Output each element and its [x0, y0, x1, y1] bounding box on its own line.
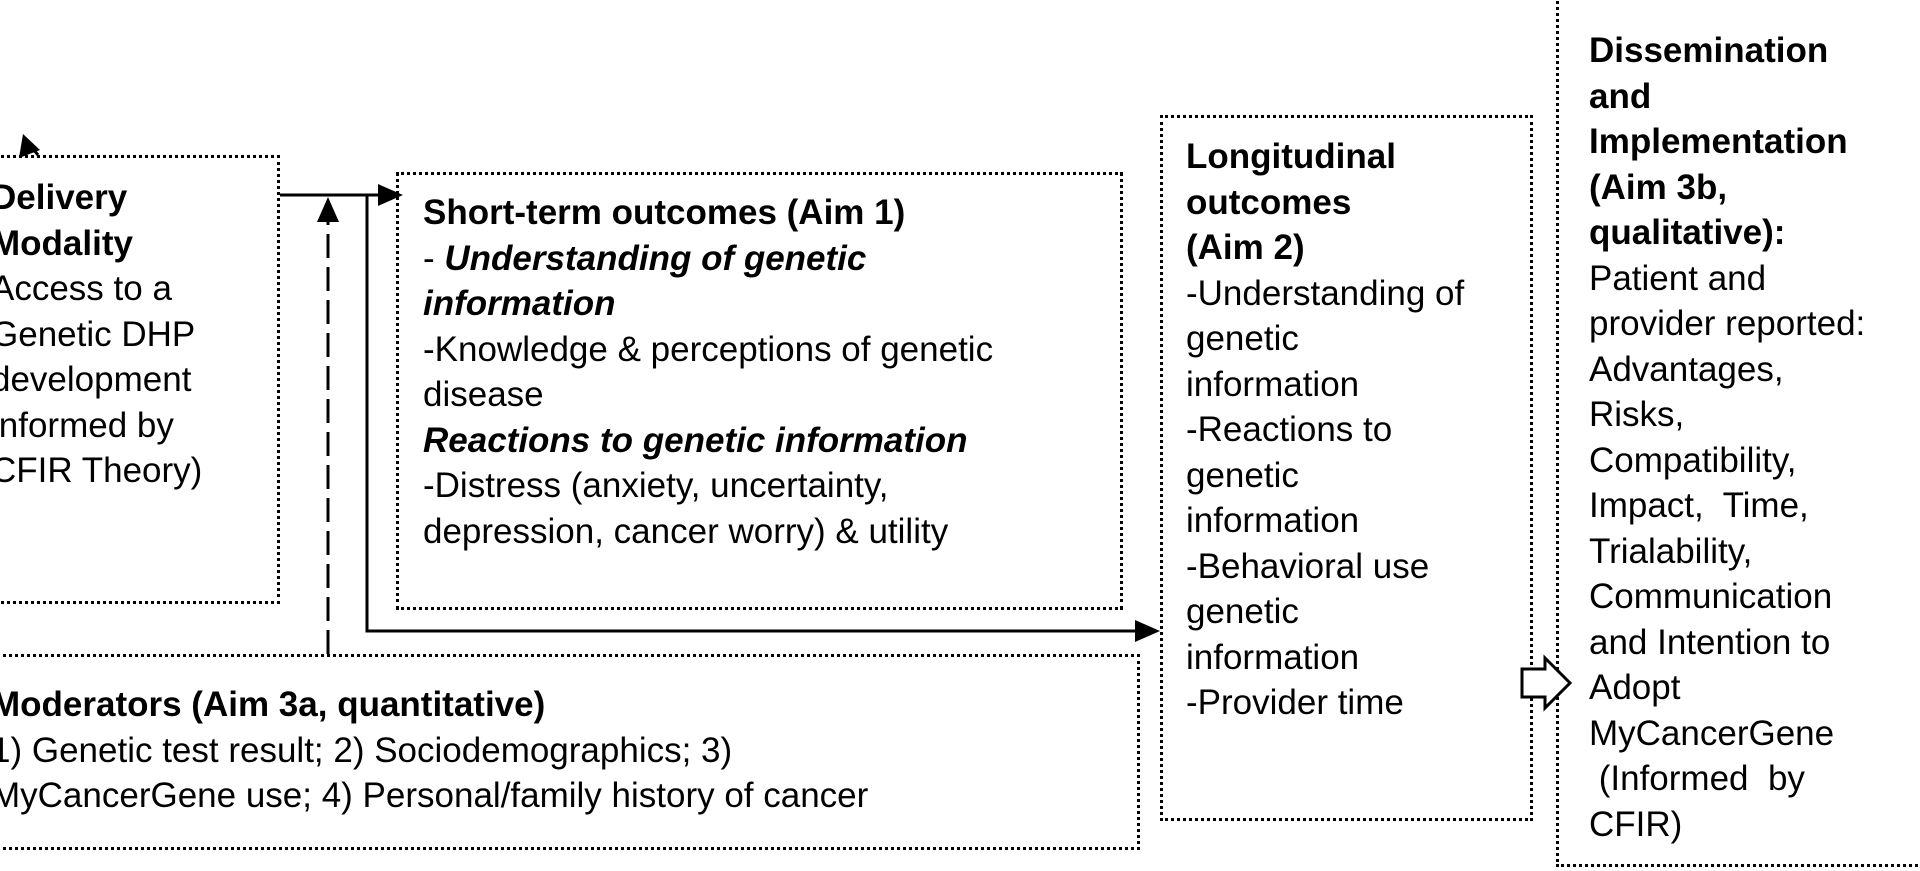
delivery-line-4: informed by: [0, 405, 174, 445]
dissemination-line-3: Advantages,: [1589, 349, 1784, 389]
understanding-prefix: -: [423, 238, 445, 278]
moderator-dashed-arrowhead: [317, 197, 339, 222]
longitudinal-line-3: information: [1186, 364, 1360, 404]
delivery-to-short-term-arrowhead: [378, 184, 403, 206]
dissemination-box: [1556, 0, 1920, 867]
dissemination-line-7: Trialability,: [1589, 531, 1753, 571]
delivery-title-line-1: Delivery: [0, 178, 128, 217]
longitudinal-outcomes-box: [1160, 115, 1533, 821]
dissemination-title-1: Dissemination: [1589, 31, 1829, 70]
distress-line-2: depression, cancer worry) & utility: [423, 511, 949, 551]
moderators-line-2: MyCancerGene use; 4) Personal/family his…: [0, 776, 869, 815]
short-term-title: Short-term outcomes (Aim 1): [423, 193, 906, 232]
longitudinal-line-4: -Reactions to: [1186, 410, 1393, 449]
dissemination-line-5: Compatibility,: [1589, 440, 1797, 480]
understanding-line-2: information: [423, 284, 616, 323]
dissemination-line-2: provider reported:: [1589, 304, 1866, 343]
longitudinal-line-10: -Provider time: [1186, 683, 1404, 722]
delivery-line-3: development: [0, 360, 192, 399]
knowledge-line-1: -Knowledge & perceptions of genetic: [423, 329, 994, 369]
understanding-heading: Understanding of genetic: [444, 238, 867, 278]
distress-line-1: -Distress (anxiety, uncertainty,: [423, 466, 889, 505]
delivery-line-5: CFIR Theory): [0, 451, 203, 490]
longitudinal-line-1: -Understanding of: [1186, 273, 1465, 313]
moderators-clip: Moderators (Aim 3a, quantitative) 1) Gen…: [0, 676, 1130, 826]
dissemination-line-11: MyCancerGene: [1589, 713, 1835, 753]
delivery-top-arrowhead: [19, 134, 40, 158]
dissemination-title-3: Implementation: [1589, 122, 1848, 161]
dissemination-line-6: Impact, Time,: [1589, 486, 1809, 525]
delivery-modality-box: [0, 155, 280, 604]
understanding-line-1: - Understanding of genetic: [423, 236, 993, 282]
dissemination-line-4: Risks,: [1589, 395, 1685, 434]
knowledge-line-2: disease: [423, 375, 544, 414]
dissemination-title-5: qualitative):: [1589, 213, 1786, 252]
dissemination-title-2: and: [1589, 76, 1652, 116]
delivery-to-longitudinal-line: [365, 195, 1135, 633]
dissemination-line-12: (Informed by: [1589, 759, 1805, 798]
longitudinal-title-2: outcomes: [1186, 182, 1352, 222]
moderators-box: [0, 654, 1140, 850]
longitudinal-line-6: information: [1186, 501, 1360, 540]
longitudinal-to-dissemination-hollow-arrow: [1520, 654, 1573, 712]
dissemination-line-8: Communication: [1589, 577, 1833, 616]
reactions-heading: Reactions to genetic information: [423, 420, 968, 460]
dissemination-line-1: Patient and: [1589, 258, 1767, 298]
longitudinal-title-1: Longitudinal: [1186, 137, 1396, 176]
short-term-outcomes-text: Short-term outcomes (Aim 1) - Understand…: [423, 190, 993, 554]
dissemination-line-13: CFIR): [1589, 804, 1683, 844]
moderators-text: Moderators (Aim 3a, quantitative) 1) Gen…: [0, 682, 868, 819]
dissemination-text: Dissemination and Implementation (Aim 3b…: [1589, 28, 1865, 847]
longitudinal-line-9: information: [1186, 637, 1360, 677]
short-term-outcomes-box: [396, 172, 1123, 610]
longitudinal-line-8: genetic: [1186, 592, 1299, 631]
moderators-title: Moderators (Aim 3a, quantitative): [0, 685, 546, 724]
dissemination-line-10: Adopt: [1589, 668, 1681, 707]
delivery-modality-text: Delivery Modality Access to a Genetic DH…: [0, 175, 202, 494]
longitudinal-line-5: genetic: [1186, 455, 1299, 495]
dissemination-title-4: (Aim 3b,: [1589, 167, 1728, 207]
delivery-line-2: Genetic DHP: [0, 314, 196, 354]
delivery-modality-clip: Delivery Modality Access to a Genetic DH…: [0, 170, 276, 500]
longitudinal-line-2: genetic: [1186, 319, 1299, 358]
delivery-line-1: Access to a: [0, 269, 172, 308]
delivery-title-line-2: Modality: [0, 223, 133, 263]
longitudinal-line-7: -Behavioral use: [1186, 546, 1430, 586]
longitudinal-title-3: (Aim 2): [1186, 228, 1305, 267]
dissemination-line-9: and Intention to: [1589, 622, 1831, 662]
delivery-to-longitudinal-arrowhead: [1135, 620, 1160, 642]
moderators-line-1: 1) Genetic test result; 2) Sociodemograp…: [0, 730, 733, 770]
longitudinal-outcomes-text: Longitudinal outcomes (Aim 2) -Understan…: [1186, 134, 1464, 726]
